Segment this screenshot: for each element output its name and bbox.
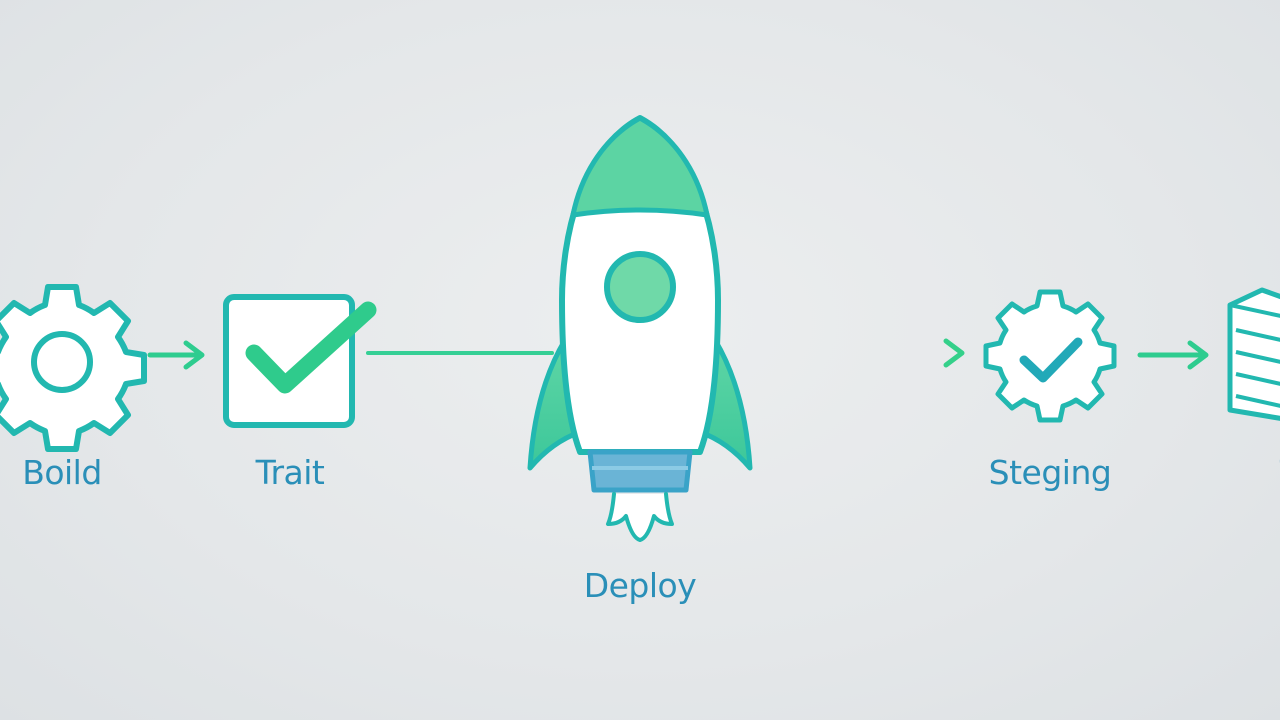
gear-icon — [0, 284, 147, 452]
server-stack-icon — [1227, 287, 1280, 421]
arrow-build-to-test — [147, 340, 205, 370]
gear-check-icon — [983, 289, 1117, 423]
rocket-icon — [527, 115, 753, 542]
stage-label-staging: Steging — [988, 453, 1112, 492]
arrow-staging-to-production — [1137, 340, 1209, 370]
checkbox-icon — [223, 294, 377, 428]
stage-label-build: Boild — [22, 453, 102, 492]
stage-label-deploy: Deploy — [583, 566, 697, 605]
arrow-deploy-to-staging — [730, 338, 965, 368]
stage-label-test: Trait — [255, 453, 325, 492]
